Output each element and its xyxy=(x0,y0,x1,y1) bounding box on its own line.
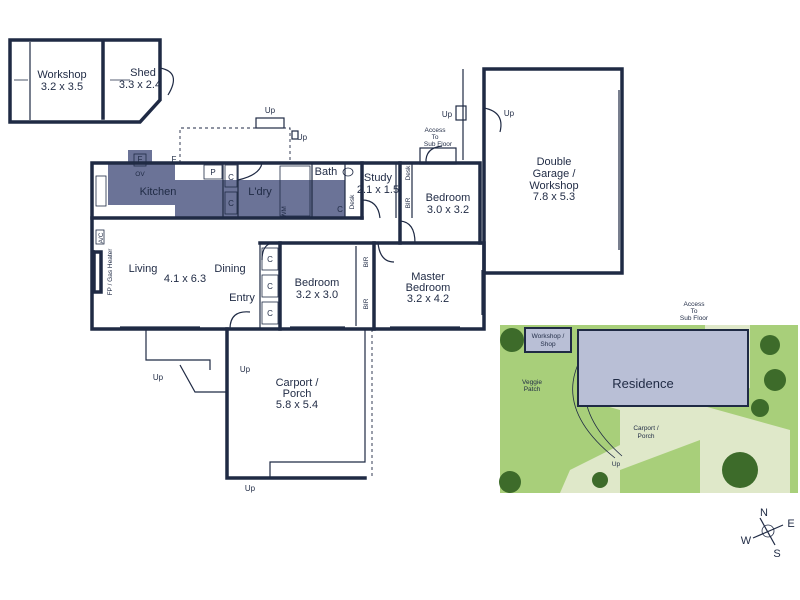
carport-up-label-1: Up xyxy=(153,373,164,382)
carport-up-label-3: Up xyxy=(245,484,256,493)
study-name: Study xyxy=(364,172,393,184)
site-access-2: To xyxy=(691,308,698,315)
pantry-label: P xyxy=(210,168,215,177)
site-residence-label: Residence xyxy=(612,376,673,391)
site-veggie-2: Patch xyxy=(524,386,541,393)
bedroom-mid-name: Bedroom xyxy=(295,277,340,289)
workshop-name: Workshop xyxy=(37,69,86,81)
carport-name-1: Carport / xyxy=(276,377,320,389)
ac-label: A/C xyxy=(98,232,105,243)
site-plan: Residence Workshop / Shop Veggie Patch C… xyxy=(499,301,798,493)
shed-name: Shed xyxy=(130,67,156,79)
carport-name-2: Porch xyxy=(283,388,312,400)
master-name-2: Bedroom xyxy=(406,282,451,294)
living-dims: 4.1 x 6.3 xyxy=(164,273,206,285)
living-name: Living xyxy=(129,263,158,275)
compass-icon: N E S W xyxy=(741,507,795,560)
entry-name: Entry xyxy=(229,292,255,304)
oven-label: OV xyxy=(135,171,145,178)
site-carport-2: Porch xyxy=(638,433,655,440)
main-house: Kitchen F F OV P C C L'dry WM Bath C Des… xyxy=(90,145,486,331)
study-dims: 2.1 x 1.5 xyxy=(357,184,399,196)
site-access-1: Access xyxy=(684,301,706,308)
fridge-label-2: F xyxy=(172,155,177,164)
fireplace-label: FP / Gas Heater xyxy=(107,248,114,296)
bir-label-3: BIR xyxy=(363,298,370,309)
garage-up-label: Up xyxy=(442,110,453,119)
garage-name-2: Garage / xyxy=(533,168,577,180)
shed-dims: 3.3 x 2.4 xyxy=(119,79,161,91)
deck-up-label-1: Up xyxy=(265,106,276,115)
deck-up-label-2: Up xyxy=(297,133,308,142)
bedroom-upper-name: Bedroom xyxy=(426,192,471,204)
bedroom-upper-dims: 3.0 x 3.2 xyxy=(427,204,469,216)
dining-name: Dining xyxy=(214,263,245,275)
carport-dims: 5.8 x 5.4 xyxy=(276,399,318,411)
site-carport-1: Carport / xyxy=(633,425,658,432)
garage-up-label-2: Up xyxy=(504,109,515,118)
garage-name-1: Double xyxy=(537,156,572,168)
site-veggie-1: Veggie xyxy=(522,379,542,386)
site-up: Up xyxy=(612,461,621,468)
master-dims: 3.2 x 4.2 xyxy=(407,293,449,305)
bedroom-mid-dims: 3.2 x 3.0 xyxy=(296,289,338,301)
desk-label-2: Desk xyxy=(405,165,412,181)
workshop-dims: 3.2 x 3.5 xyxy=(41,81,83,93)
outbuilding: Workshop 3.2 x 3.5 Shed 3.3 x 2.4 xyxy=(8,38,175,124)
compass-w: W xyxy=(741,535,752,547)
garage-dims: 7.8 x 5.3 xyxy=(533,191,575,203)
laundry-name: L'dry xyxy=(248,186,272,198)
carport-up-label-2: Up xyxy=(240,365,251,374)
site-workshop-1: Workshop / xyxy=(532,333,565,340)
cupboard-label-6: C xyxy=(267,309,273,318)
master-name-1: Master xyxy=(411,271,445,283)
compass-s: S xyxy=(773,548,780,560)
cupboard-label-5: C xyxy=(267,282,273,291)
access-2: To xyxy=(432,134,439,141)
access-1: Access xyxy=(425,127,447,134)
wm-label: WM xyxy=(281,206,288,218)
bir-label-1: BIR xyxy=(405,197,412,208)
desk-label-1: Desk xyxy=(349,194,356,210)
site-workshop-2: Shop xyxy=(540,341,556,348)
access-3: Sub Floor xyxy=(424,141,453,148)
garage-name-3: Workshop xyxy=(529,180,578,192)
cupboard-label-3: C xyxy=(337,205,343,214)
carport: Up Up Up Carport / Porch 5.8 x 5.4 xyxy=(145,327,373,493)
cupboard-label-1: C xyxy=(228,173,234,182)
bath-name: Bath xyxy=(315,166,338,178)
bir-label-2: BIR xyxy=(363,256,370,267)
rear-deck: Up Up Access To Sub Floor xyxy=(179,106,457,165)
compass-n: N xyxy=(760,507,768,519)
cupboard-label-2: C xyxy=(228,199,234,208)
compass-e: E xyxy=(787,518,794,530)
garage: Up Up Double Garage / Workshop 7.8 x 5.3 xyxy=(442,67,624,275)
kitchen-name: Kitchen xyxy=(140,186,177,198)
site-access-3: Sub Floor xyxy=(680,315,709,322)
fridge-label: F xyxy=(138,155,143,164)
cupboard-label-4: C xyxy=(267,255,273,264)
